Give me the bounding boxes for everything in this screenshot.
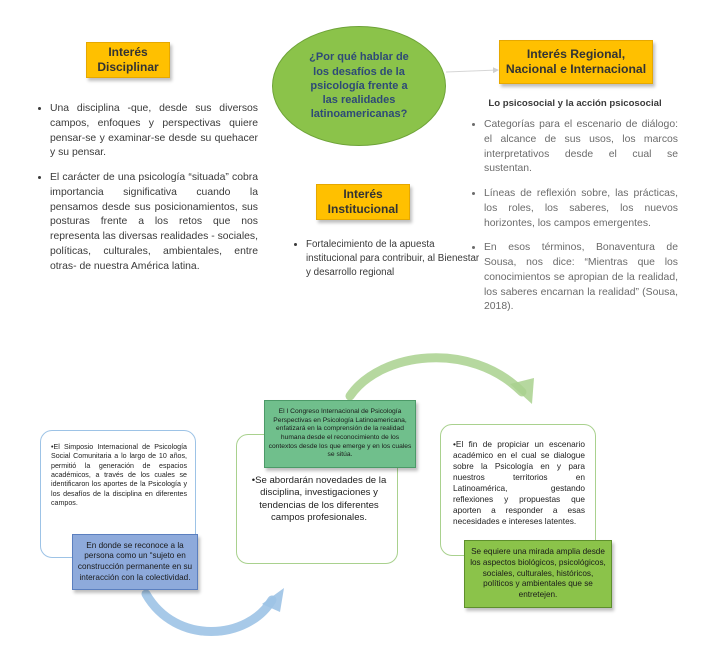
institucional-bullets: Fortalecimiento de la apuesta institucio… bbox=[292, 238, 482, 290]
cycle-arrow-top bbox=[345, 353, 527, 401]
institucional-title-line1: Interés bbox=[343, 187, 383, 201]
institucional-title-box: Interés Institucional bbox=[316, 184, 410, 220]
disciplinar-title-line2: Disciplinar bbox=[97, 60, 159, 74]
cycle-card-middle-body: Se abordarán novedades de la disciplina,… bbox=[255, 475, 387, 524]
bullet-dot-icon: • bbox=[251, 475, 256, 486]
cycle-note-right-text: Se equiere una mirada amplia desde los a… bbox=[470, 547, 606, 599]
cycle-arrow-top-head bbox=[510, 378, 534, 404]
cycle-arrow-bottom-head bbox=[262, 588, 284, 612]
institucional-bullet: Fortalecimiento de la apuesta institucio… bbox=[306, 238, 482, 280]
regional-subtitle: Lo psicosocial y la acción psicosocial bbox=[488, 98, 662, 109]
central-question-circle: ¿Por qué hablar de los desafíos de la ps… bbox=[272, 26, 446, 146]
cycle-header-middle: El I Congreso Internacional de Psicologí… bbox=[264, 400, 416, 468]
regional-title-line1: Interés Regional, bbox=[526, 46, 626, 61]
cycle-card-middle-text: •Se abordarán novedades de la disciplina… bbox=[249, 475, 389, 525]
regional-bullet: En esos términos, Bonaventura de Sousa, … bbox=[484, 241, 678, 315]
regional-bullet: Categorías para el escenario de diálogo:… bbox=[484, 118, 678, 177]
cycle-note-left: En donde se reconoce a la persona como u… bbox=[72, 534, 198, 590]
disciplinar-bullets: Una disciplina -que, desde sus diversos … bbox=[36, 102, 258, 284]
regional-title-line2: Nacional e Internacional bbox=[505, 62, 647, 76]
cycle-note-right: Se equiere una mirada amplia desde los a… bbox=[464, 540, 612, 608]
cycle-arrow-bottom bbox=[141, 589, 277, 636]
cycle-card-right-body: El fin de propiciar un escenario académi… bbox=[453, 439, 585, 526]
disciplinar-bullet: Una disciplina -que, desde sus diversos … bbox=[50, 102, 258, 161]
circle-to-regional-connector bbox=[445, 67, 499, 74]
bullet-dot-icon: • bbox=[51, 443, 54, 451]
central-question-text: ¿Por qué hablar de los desafíos de la ps… bbox=[309, 51, 409, 121]
bullet-dot-icon: • bbox=[453, 439, 456, 449]
cycle-card-right: •El fin de propiciar un escenario académ… bbox=[440, 424, 596, 556]
cycle-card-left-text: •El Simposio Internacional de Psicología… bbox=[51, 443, 187, 509]
disciplinar-title-line1: Interés bbox=[108, 45, 148, 59]
institucional-title-line2: Institucional bbox=[327, 202, 399, 216]
cycle-note-left-text: En donde se reconoce a la persona como u… bbox=[77, 540, 193, 582]
cycle-card-left-body: El Simposio Internacional de Psicología … bbox=[51, 443, 187, 508]
cycle-card-right-text: •El fin de propiciar un escenario académ… bbox=[453, 439, 585, 527]
regional-title-box: Interés Regional, Nacional e Internacion… bbox=[499, 40, 653, 84]
cycle-header-middle-text: El I Congreso Internacional de Psicologí… bbox=[268, 407, 412, 459]
regional-bullets: Categorías para el escenario de diálogo:… bbox=[470, 118, 678, 325]
disciplinar-bullet: El carácter de una psicología “situada” … bbox=[50, 171, 258, 274]
disciplinar-title-box: Interés Disciplinar bbox=[86, 42, 170, 78]
regional-bullet: Líneas de reflexión sobre, las prácticas… bbox=[484, 187, 678, 231]
